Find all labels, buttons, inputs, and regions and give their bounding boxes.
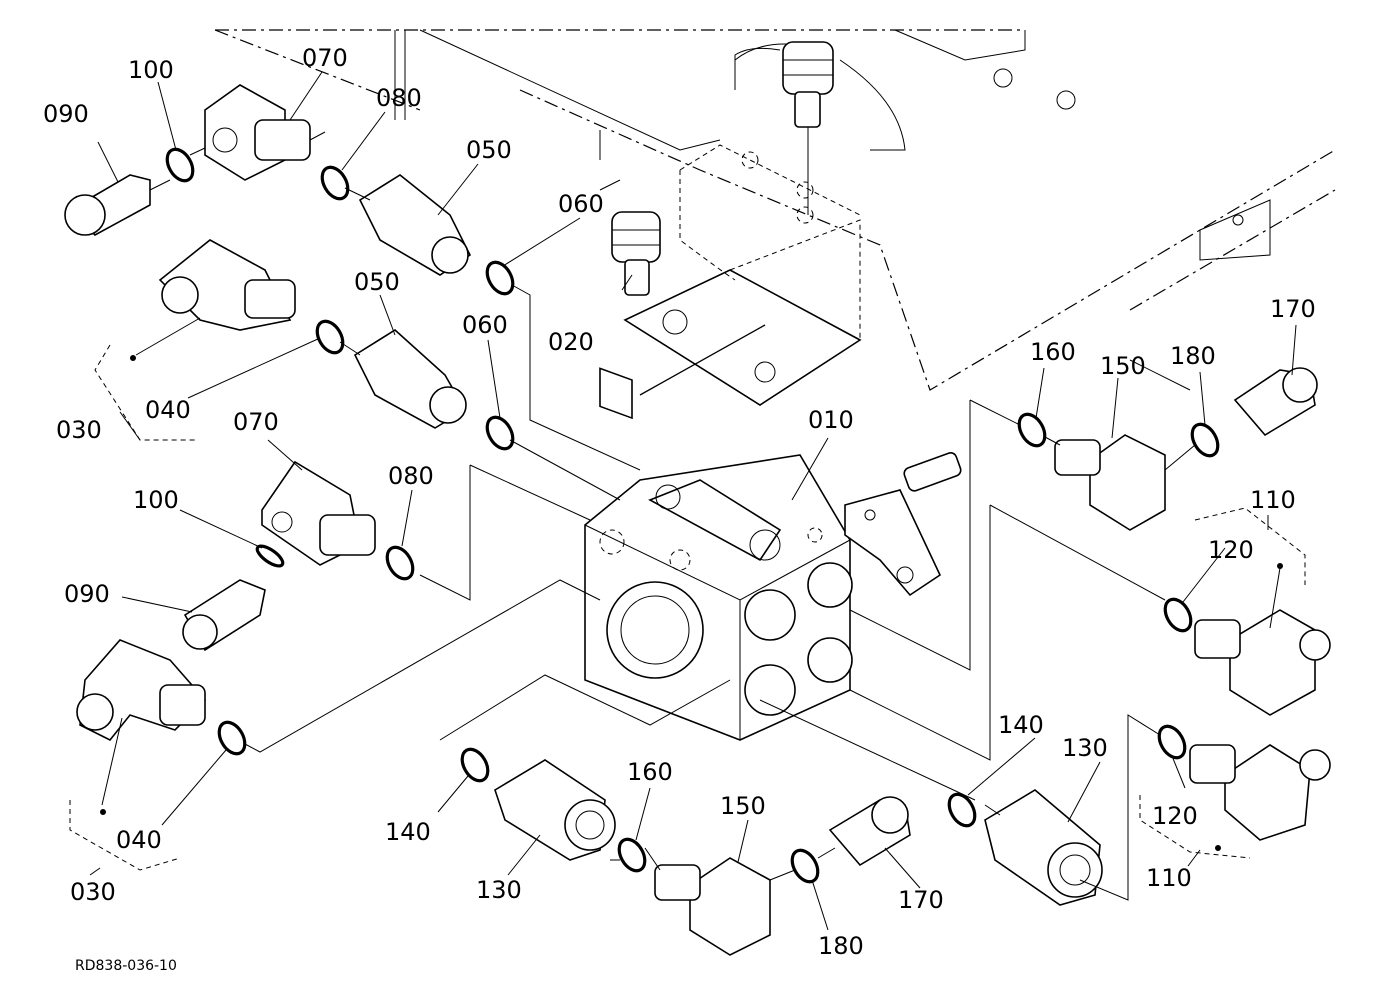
callout-100-top: 100	[128, 56, 174, 84]
callout-060-bottom: 060	[462, 311, 508, 339]
callout-070-top: 070	[302, 44, 348, 72]
callout-140-right: 140	[998, 711, 1044, 739]
drawing-reference: RD838-036-10	[75, 958, 177, 974]
callout-180-right: 180	[1170, 342, 1216, 370]
callout-160-right: 160	[1030, 338, 1076, 366]
adapter-130-bottom-left	[494, 759, 616, 861]
leader-lines	[89, 71, 1297, 931]
callout-030-top: 030	[56, 416, 102, 444]
elbow-030-top	[158, 239, 296, 331]
adapter-170-right	[1233, 367, 1318, 437]
callout-110-upper: 110	[1250, 486, 1296, 514]
mounting-bracket	[623, 144, 862, 406]
top-plug	[782, 41, 834, 215]
elbow-110-upper	[1194, 609, 1331, 716]
elbow-030-bottom	[76, 639, 207, 742]
callout-050-bottom: 050	[354, 268, 400, 296]
callout-130-left: 130	[476, 876, 522, 904]
callout-170-right: 170	[1270, 295, 1316, 323]
adapter-090-middle	[182, 579, 266, 652]
callout-110-lower: 110	[1146, 864, 1192, 892]
elbow-150-right	[1054, 434, 1166, 531]
callout-010: 010	[808, 406, 854, 434]
callout-140-left: 140	[385, 818, 431, 846]
adapter-050-bottom	[353, 329, 467, 429]
plug-020	[611, 211, 661, 296]
callout-labels: 010 020 030 030 040 040 050 050 060 060 …	[43, 44, 1316, 960]
elbow-070-top	[204, 84, 311, 181]
callout-060-top: 060	[558, 190, 604, 218]
adapter-170-bottom	[828, 796, 911, 867]
callout-030-bottom: 030	[70, 878, 116, 906]
callout-160-bottom: 160	[627, 758, 673, 786]
callout-090-top: 090	[43, 100, 89, 128]
callout-080-top: 080	[376, 84, 422, 112]
sensor-bracket	[844, 452, 962, 597]
callout-120-lower: 120	[1152, 802, 1198, 830]
guide-lines	[149, 131, 1196, 901]
elbow-110-lower	[1189, 744, 1331, 841]
callout-040-top: 040	[145, 396, 191, 424]
callout-040-bottom: 040	[116, 826, 162, 854]
callout-130-right: 130	[1062, 734, 1108, 762]
callout-120-upper: 120	[1208, 536, 1254, 564]
callout-100-middle: 100	[133, 486, 179, 514]
adapter-130-bottom-right	[984, 789, 1103, 906]
callout-090-middle: 090	[64, 580, 110, 608]
callout-150-right: 150	[1100, 352, 1146, 380]
elbow-150-bottom	[654, 857, 771, 956]
valve-body-010	[584, 454, 853, 741]
callout-150-bottom: 150	[720, 792, 766, 820]
callout-050-top: 050	[466, 136, 512, 164]
callout-020: 020	[548, 328, 594, 356]
elbow-070-middle	[261, 460, 376, 566]
subassembly-brackets	[69, 344, 1306, 871]
adapter-090-top	[64, 174, 151, 236]
o-rings	[165, 147, 1220, 884]
callout-080-middle: 080	[388, 462, 434, 490]
callout-070-middle: 070	[233, 408, 279, 436]
callout-170-bottom: 170	[898, 886, 944, 914]
adapter-050-top	[358, 174, 472, 276]
callout-180-bottom: 180	[818, 932, 864, 960]
chassis-frame	[214, 29, 1336, 420]
